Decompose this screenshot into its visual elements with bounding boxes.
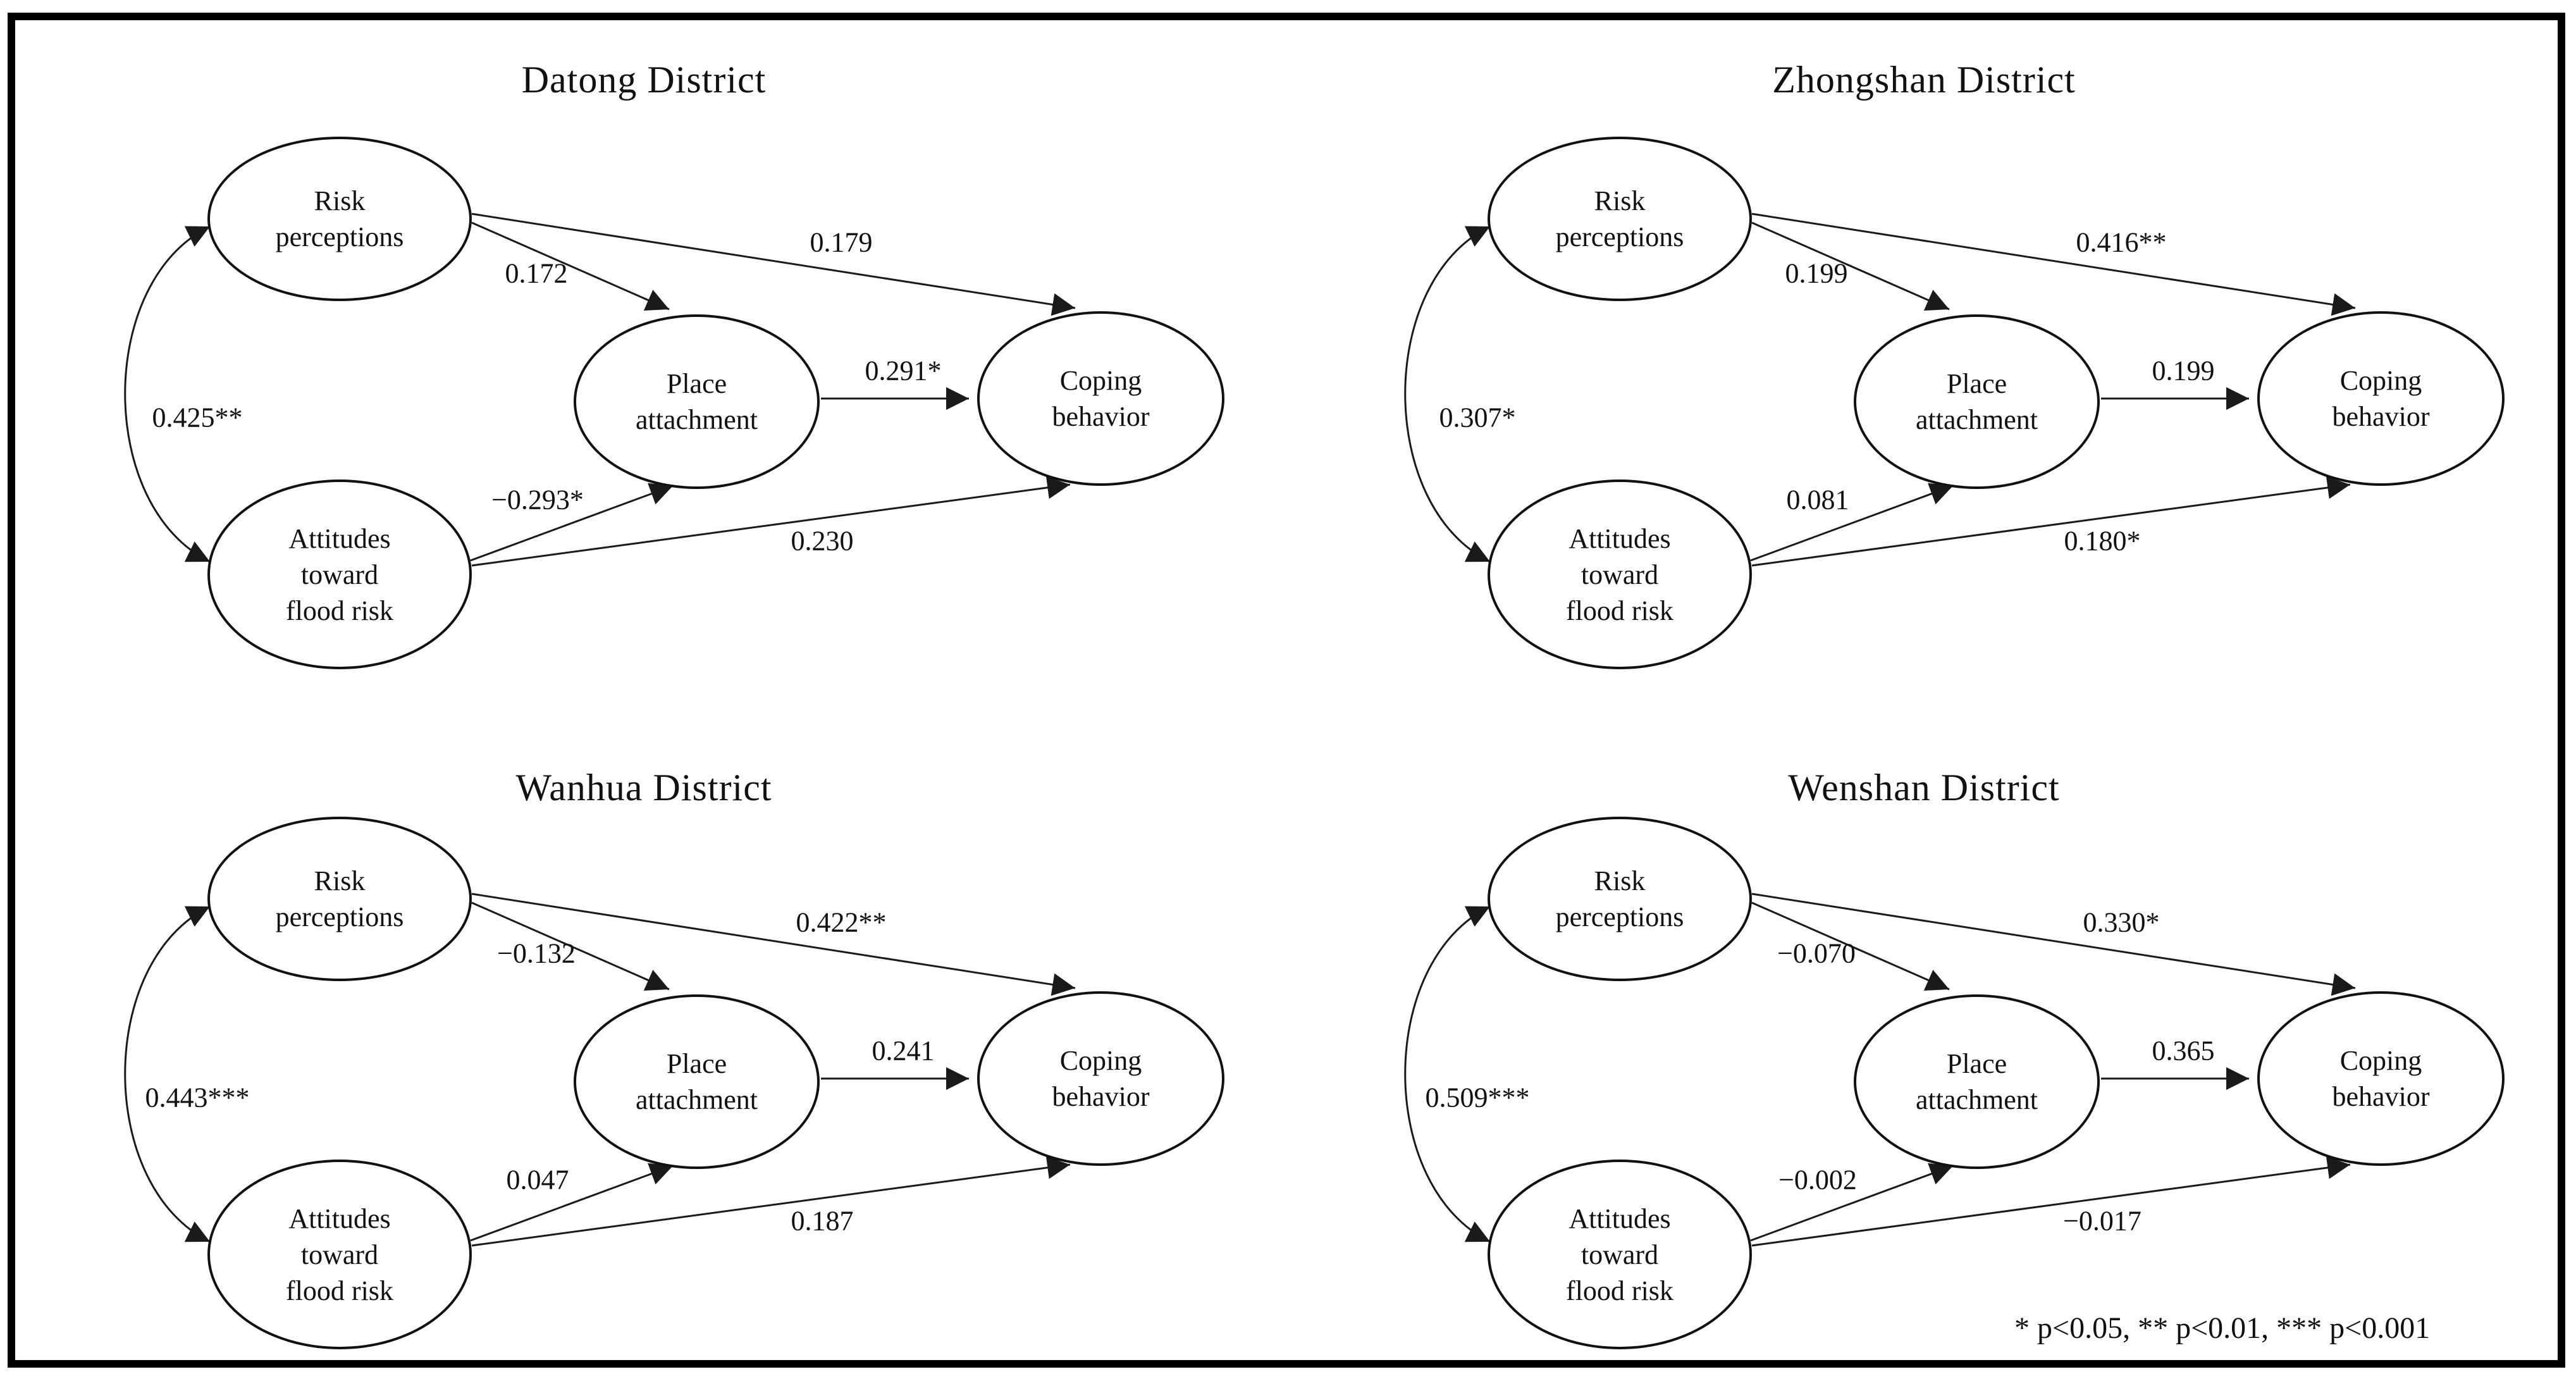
coef-place-to-coping: 0.199 xyxy=(2152,355,2215,387)
node-label-line: Place xyxy=(666,368,727,399)
node-coping-behavior: Coping behavior xyxy=(2257,991,2505,1166)
node-risk-perceptions: Risk perceptions xyxy=(1488,817,1752,981)
node-attitudes-toward-flood-risk: Attitudes toward flood risk xyxy=(207,480,472,669)
sem-diagram-datong: Datong District Risk perceptions Attitud… xyxy=(0,0,1288,686)
node-risk-perceptions: Risk perceptions xyxy=(207,817,472,981)
correlation-double-arrow xyxy=(1404,225,1491,563)
node-label-line: behavior xyxy=(2332,401,2430,432)
coef-attitudes-to-coping: −0.017 xyxy=(2063,1205,2142,1237)
node-label-line: Coping xyxy=(1059,1045,1142,1076)
node-label-line: Coping xyxy=(1059,365,1142,396)
diagram-title: Wanhua District xyxy=(515,767,772,808)
coef-attitudes-to-place: −0.002 xyxy=(1778,1164,1857,1196)
sem-diagram-wanhua: Wanhua District Risk perceptions Attitud… xyxy=(0,680,1288,1366)
significance-footnote: * p<0.05, ** p<0.01, *** p<0.001 xyxy=(2014,1311,2431,1345)
node-label-line: perceptions xyxy=(1555,901,1684,932)
node-label-line: behavior xyxy=(1052,401,1150,432)
coef-risk-to-place: −0.070 xyxy=(1777,937,1856,969)
node-place-attachment: Place attachment xyxy=(1854,994,2100,1169)
node-label-line: Risk xyxy=(1594,185,1646,216)
coef-attitudes-to-place: 0.047 xyxy=(506,1164,569,1196)
arrow-risk-to-place xyxy=(471,221,670,311)
coef-place-to-coping: 0.291* xyxy=(865,355,942,387)
node-coping-behavior: Coping behavior xyxy=(2257,311,2505,486)
node-label-line: attachment xyxy=(1915,404,2038,435)
node-label-line: perceptions xyxy=(275,221,404,252)
node-label-line: flood risk xyxy=(1566,1275,1673,1306)
node-label-line: flood risk xyxy=(286,595,393,626)
node-label-line: Risk xyxy=(314,865,366,896)
node-label-line: Coping xyxy=(2339,1045,2422,1076)
node-label-line: perceptions xyxy=(275,901,404,932)
node-label-line: Risk xyxy=(314,185,366,216)
node-label-line: flood risk xyxy=(1566,595,1673,626)
node-label-line: perceptions xyxy=(1555,221,1684,252)
arrow-risk-to-place xyxy=(1751,221,1950,311)
node-label-line: behavior xyxy=(1052,1081,1150,1112)
node-risk-perceptions: Risk perceptions xyxy=(1488,137,1752,301)
correlation-double-arrow xyxy=(1404,905,1491,1243)
coef-correlation: 0.509*** xyxy=(1425,1082,1530,1113)
node-place-attachment: Place attachment xyxy=(574,314,820,489)
sem-diagram-wenshan: Wenshan District Risk perceptions Attitu… xyxy=(1280,680,2568,1366)
arrow-attitudes-to-place xyxy=(470,1163,674,1242)
coef-risk-to-coping: 0.422** xyxy=(796,906,887,938)
node-attitudes-toward-flood-risk: Attitudes toward flood risk xyxy=(1488,1160,1752,1349)
coef-risk-to-coping: 0.330* xyxy=(2083,906,2160,938)
coef-place-to-coping: 0.365 xyxy=(2152,1035,2215,1067)
node-label-line: Place xyxy=(1946,1048,2007,1079)
coef-risk-to-place: 0.199 xyxy=(1785,257,1848,289)
correlation-double-arrow xyxy=(124,225,211,563)
coef-risk-to-place: −0.132 xyxy=(497,937,576,969)
node-label-line: attachment xyxy=(635,404,758,435)
correlation-double-arrow xyxy=(124,905,211,1243)
node-coping-behavior: Coping behavior xyxy=(977,311,1224,486)
node-label-line: toward xyxy=(300,559,379,590)
node-label-line: Place xyxy=(666,1048,727,1079)
node-label-line: flood risk xyxy=(286,1275,393,1306)
node-label-line: behavior xyxy=(2332,1081,2430,1112)
node-coping-behavior: Coping behavior xyxy=(977,991,1224,1166)
node-label-line: Attitudes xyxy=(288,1203,391,1234)
node-label-line: Risk xyxy=(1594,865,1646,896)
node-place-attachment: Place attachment xyxy=(1854,314,2100,489)
node-label-line: toward xyxy=(1581,559,1659,590)
node-label-line: Place xyxy=(1946,368,2007,399)
coef-correlation: 0.425** xyxy=(152,402,243,433)
diagram-title: Wenshan District xyxy=(1788,767,2060,808)
coef-attitudes-to-place: 0.081 xyxy=(1786,484,1849,516)
node-attitudes-toward-flood-risk: Attitudes toward flood risk xyxy=(207,1160,472,1349)
node-attitudes-toward-flood-risk: Attitudes toward flood risk xyxy=(1488,480,1752,669)
node-risk-perceptions: Risk perceptions xyxy=(207,137,472,301)
node-label-line: Attitudes xyxy=(288,523,391,554)
coef-correlation: 0.443*** xyxy=(145,1082,250,1113)
coef-attitudes-to-coping: 0.180* xyxy=(2064,525,2141,557)
diagram-title: Zhongshan District xyxy=(1772,59,2076,101)
node-label-line: attachment xyxy=(1915,1084,2038,1115)
coef-risk-to-coping: 0.179 xyxy=(810,226,873,258)
node-label-line: Attitudes xyxy=(1568,523,1671,554)
coef-correlation: 0.307* xyxy=(1439,402,1516,433)
coef-place-to-coping: 0.241 xyxy=(872,1035,935,1067)
arrow-attitudes-to-place xyxy=(1750,483,1954,562)
node-label-line: attachment xyxy=(635,1084,758,1115)
node-label-line: toward xyxy=(1581,1239,1659,1270)
coef-attitudes-to-place: −0.293* xyxy=(491,484,584,516)
sem-diagram-zhongshan: Zhongshan District Risk perceptions Atti… xyxy=(1280,0,2568,686)
node-label-line: toward xyxy=(300,1239,379,1270)
coef-risk-to-coping: 0.416** xyxy=(2076,226,2167,258)
node-place-attachment: Place attachment xyxy=(574,994,820,1169)
coef-risk-to-place: 0.172 xyxy=(505,257,568,289)
coef-attitudes-to-coping: 0.230 xyxy=(791,525,854,557)
coef-attitudes-to-coping: 0.187 xyxy=(791,1205,854,1237)
node-label-line: Attitudes xyxy=(1568,1203,1671,1234)
node-label-line: Coping xyxy=(2339,365,2422,396)
diagram-title: Datong District xyxy=(521,59,767,101)
